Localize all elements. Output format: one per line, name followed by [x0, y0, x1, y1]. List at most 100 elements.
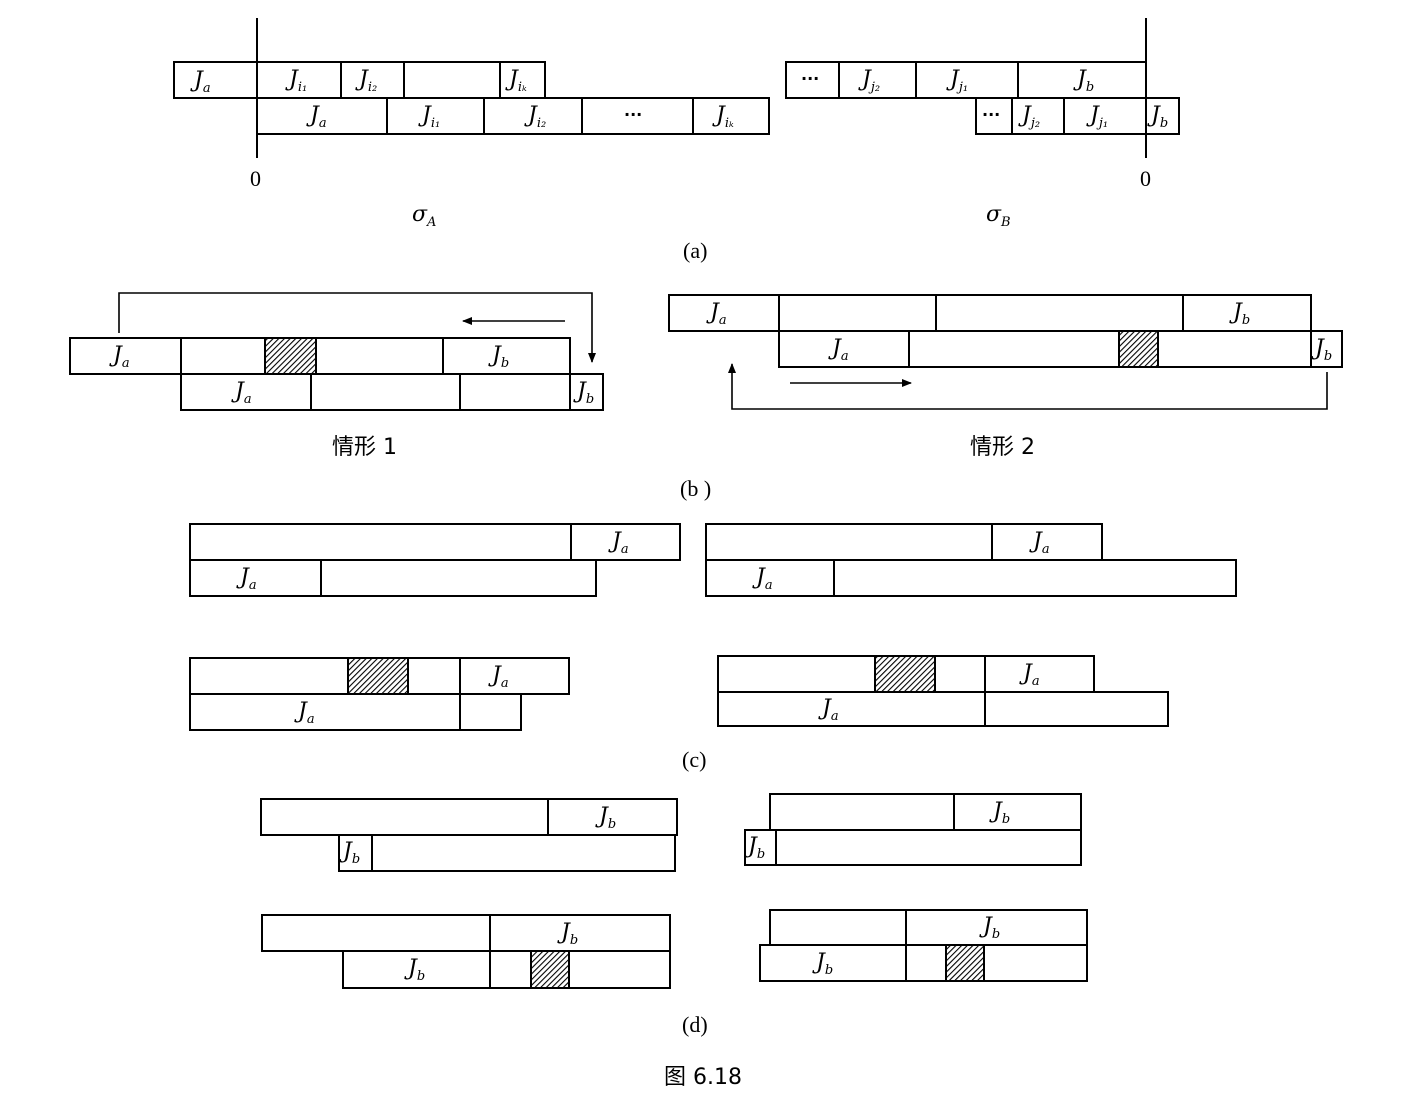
panel-a: Ja Ji₁ Ji₂ Jiₖ Ja Ji₁ Ji₂ ··· Jiₖ 0 σA	[173, 18, 1180, 263]
sigma-b-diagram: ··· Jj₂ Jj₁ Jb ··· Jj₂ Jj₁ Jb 0 σB	[785, 18, 1180, 230]
panel-c-caption: (c)	[682, 747, 706, 772]
job-block-b	[1145, 97, 1180, 135]
job-block	[320, 559, 597, 597]
job-block	[260, 798, 549, 836]
panel-a-caption: (a)	[683, 238, 707, 263]
job-block-a	[189, 693, 461, 731]
panel-d: Jb Jb Jb Jb Jb Jb Jb Jb (d)	[260, 793, 1088, 1037]
job-label-a: Ja	[109, 343, 130, 371]
case-1-label: 情形 1	[332, 435, 397, 460]
job-block	[833, 559, 1237, 597]
job-label-a: Ja	[190, 68, 211, 96]
job-block-a	[459, 657, 570, 695]
job-label-a: Ja	[488, 663, 509, 691]
job-block	[769, 909, 907, 946]
sigma-b-label: σB	[986, 202, 1011, 230]
panel-c: Ja Ja Ja Ja Ja Ja Ja Ja (c)	[189, 523, 1237, 772]
job-label-a: Ja	[231, 379, 252, 407]
job-label-a: Ja	[706, 300, 727, 328]
job-block-b	[953, 793, 1082, 831]
sigma-a-diagram: Ja Ji₁ Ji₂ Jiₖ Ja Ji₁ Ji₂ ··· Jiₖ 0 σA	[173, 18, 770, 230]
idle-block-hatched	[264, 337, 317, 375]
job-label-a: Ja	[306, 103, 327, 131]
job-label-b: Jb	[339, 839, 360, 867]
job-block	[905, 944, 1088, 982]
job-label-a: Ja	[1029, 529, 1050, 557]
job-block-a	[570, 523, 681, 561]
job-label-b: Jb	[1311, 336, 1332, 364]
job-block	[189, 657, 461, 695]
job-label-b: Jb	[744, 834, 765, 862]
idle-block-hatched	[945, 944, 985, 982]
job-label-b: Jb	[989, 799, 1010, 827]
job-label-b: Jb	[488, 343, 509, 371]
job-label-b: Jb	[1073, 67, 1094, 95]
job-block	[778, 294, 937, 332]
job-label-i2: Ji₂	[524, 103, 546, 131]
idle-block-hatched	[874, 655, 936, 693]
job-label-a: Ja	[294, 699, 315, 727]
panel-b: Ja Jb Ja Jb 情形 1 Ja Jb Ja Jb	[69, 292, 1343, 501]
move-connector-line	[118, 292, 596, 363]
job-label-a: Ja	[752, 565, 773, 593]
case-1-diagram: Ja Jb Ja Jb 情形 1	[69, 292, 604, 460]
job-label-i1: Ji₁	[418, 103, 440, 131]
job-label-b: Jb	[812, 950, 833, 978]
job-block-a	[173, 61, 258, 99]
job-label-b: Jb	[1229, 300, 1250, 328]
job-block	[459, 693, 522, 731]
job-label-j2: Jj₂	[1018, 103, 1040, 131]
panel-d-caption: (d)	[682, 1012, 708, 1037]
job-label-a: Ja	[818, 696, 839, 724]
job-label-b: Jb	[557, 920, 578, 948]
job-label-ik: Jiₖ	[712, 103, 734, 131]
job-block	[310, 373, 461, 411]
job-block	[908, 330, 1312, 368]
job-block-ik	[692, 97, 770, 135]
panel-b-caption: (b )	[680, 476, 711, 501]
job-block-gap	[403, 61, 501, 99]
job-label-a: Ja	[236, 565, 257, 593]
job-label-ik: Jiₖ	[505, 67, 527, 95]
job-block	[261, 914, 491, 952]
idle-block-hatched	[1118, 330, 1159, 368]
job-label-a: Ja	[1019, 661, 1040, 689]
job-block	[984, 691, 1169, 727]
job-label-b: Jb	[595, 804, 616, 832]
ellipsis-label: ···	[624, 105, 642, 124]
job-label-a: Ja	[828, 336, 849, 364]
job-block	[705, 523, 993, 561]
job-label-b: Jb	[404, 956, 425, 984]
figure-caption: 图 6.18	[664, 1065, 742, 1090]
job-block	[769, 793, 955, 831]
job-block	[717, 655, 986, 693]
job-label-j2: Jj₂	[858, 67, 880, 95]
job-block	[489, 950, 671, 989]
sigma-a-label: σA	[412, 202, 436, 230]
case-2-diagram: Ja Jb Ja Jb 情形 2	[668, 294, 1343, 460]
job-label-b: Jb	[573, 379, 594, 407]
move-connector-line	[728, 363, 1328, 410]
job-block-b	[569, 373, 604, 411]
job-label-j1: Jj₁	[1086, 103, 1108, 131]
ellipsis-label: ···	[982, 105, 1000, 124]
job-label-b: Jb	[979, 914, 1000, 942]
idle-block-hatched	[530, 950, 570, 989]
case-2-label: 情形 2	[970, 435, 1035, 460]
job-block	[935, 294, 1184, 332]
job-label-i2: Ji₂	[355, 67, 377, 95]
job-label-a: Ja	[608, 529, 629, 557]
time-zero-label-left: 0	[250, 166, 261, 191]
idle-block-hatched	[347, 657, 409, 695]
job-block-b	[489, 914, 671, 952]
job-block	[371, 834, 676, 872]
job-block	[459, 373, 571, 411]
job-block-a	[717, 691, 986, 727]
time-zero-label-right: 0	[1140, 166, 1151, 191]
job-block	[775, 829, 1082, 866]
job-block	[189, 523, 572, 561]
job-label-j1: Jj₁	[946, 67, 968, 95]
job-label-i1: Ji₁	[285, 67, 307, 95]
job-label-b: Jb	[1147, 103, 1168, 131]
